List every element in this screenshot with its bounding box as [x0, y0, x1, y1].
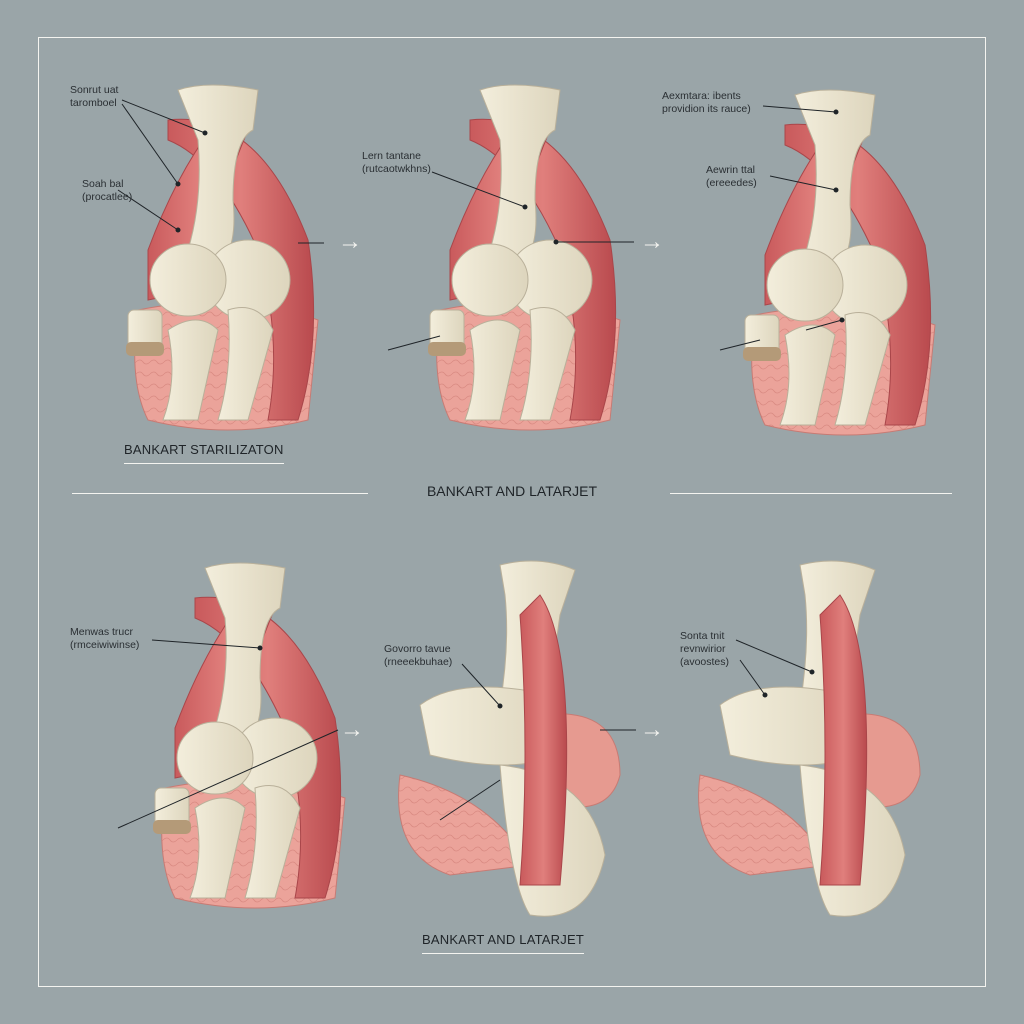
- leader-line: [739, 659, 766, 696]
- divider-line-right: [670, 493, 952, 494]
- leader-line: [121, 103, 179, 185]
- leader-line: [805, 319, 843, 331]
- annotation-label: Menwas trucr (rmceiwiwinse): [70, 626, 140, 651]
- arrow-right-icon: →: [640, 228, 664, 255]
- leader-line: [431, 171, 526, 208]
- leader-line: [151, 639, 261, 649]
- leader-line: [117, 189, 179, 231]
- leader-line: [387, 335, 441, 351]
- arrow-right-icon: →: [338, 228, 362, 255]
- annotation-label: Soah bal (procatlee): [82, 178, 133, 203]
- arrow-right-icon: →: [640, 716, 664, 743]
- annotation-label: Sonta tnit revnwirior (avoostes): [680, 630, 730, 668]
- leader-line: [461, 663, 501, 707]
- outer-frame: [38, 37, 986, 987]
- annotation-label: Govorro tavue (rneeekbuhae): [384, 643, 453, 668]
- leader-line: [719, 339, 761, 351]
- leader-line: [439, 779, 501, 821]
- section-title: BANKART AND LATARJET: [426, 483, 598, 499]
- annotation-label: Aexmtara: ibents providion its rauce): [662, 90, 751, 115]
- leader-line: [117, 729, 339, 829]
- annotation-label: Aewrin ttal (ereeedes): [706, 164, 757, 189]
- shoulder-illustration-6: [698, 560, 921, 917]
- arrow-right-icon: →: [340, 716, 364, 743]
- annotation-label: Lern tantane (rutcaotwkhns): [362, 150, 431, 175]
- shoulder-illustration-2: [427, 84, 621, 431]
- divider-line-left: [72, 493, 368, 494]
- panel-caption: BANKART AND LATARJET: [422, 932, 584, 954]
- leader-line: [769, 175, 837, 191]
- panel-caption: BANKART STARILIZATON: [124, 442, 284, 464]
- leader-line: [121, 99, 206, 134]
- shoulder-illustration-3: [742, 89, 936, 436]
- shoulder-illustration-4: [152, 562, 346, 909]
- shoulder-illustration-1: [125, 84, 319, 431]
- annotation-label: Sonrut uat taromboel: [70, 84, 119, 109]
- leader-line: [762, 105, 837, 113]
- shoulder-illustration-5: [398, 560, 621, 917]
- leader-line: [735, 639, 813, 673]
